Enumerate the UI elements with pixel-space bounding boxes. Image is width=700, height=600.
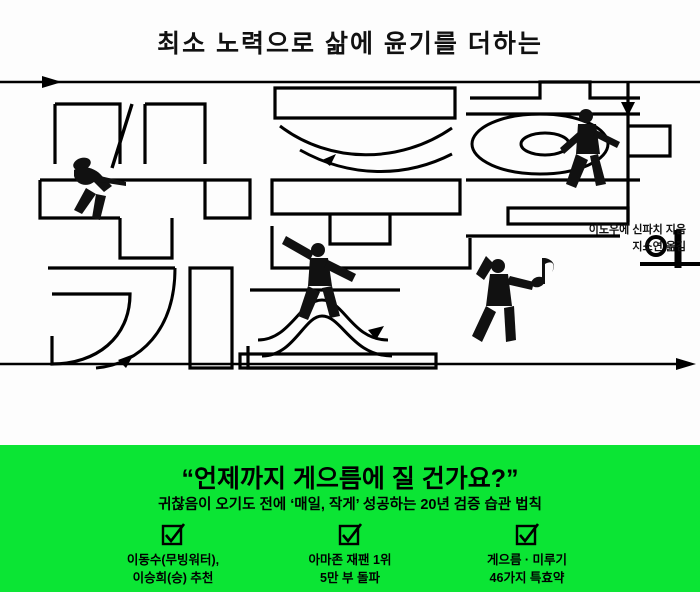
stretching-person-icon	[282, 236, 356, 320]
music-note-icon	[531, 258, 554, 288]
promo-column: 이동수(무빙워터), 이승희(승) 추천	[88, 523, 258, 587]
promo-column-line2: 5만 부 돌파	[320, 571, 380, 586]
promo-column: 게으름 · 미루기 46가지 특효약	[442, 523, 612, 587]
cover-top-section: 최소 노력으로 삶에 윤기를 더하는	[0, 30, 700, 378]
dancing-person-icon	[472, 256, 534, 342]
translator-name: 지소연 옮김	[632, 240, 686, 253]
arrow-head-bottom-right	[676, 358, 696, 370]
title-artwork	[0, 68, 700, 378]
sitting-person-icon	[73, 157, 126, 220]
cover-bottom-margin	[0, 592, 700, 600]
walking-person-icon	[560, 109, 620, 188]
promo-columns: 이동수(무빙워터), 이승희(승) 추천 아마존 재팬 1위 5만 부 돌파 게…	[88, 523, 612, 587]
promo-column-line1: 이동수(무빙워터),	[126, 553, 220, 567]
checkbox-check-icon	[161, 523, 185, 546]
promo-column: 아마존 재팬 1위 5만 부 돌파	[265, 523, 435, 587]
author-name: 이노우에 신파치 지음	[588, 224, 686, 236]
promo-column-line1: 아마존 재팬 1위	[308, 553, 392, 567]
promo-headline: “언제까지 게으름에 질 건가요?”	[181, 465, 519, 493]
promo-column-line2: 46가지 특효약	[489, 571, 565, 586]
promo-subheadline: 귀찮음이 오기도 전에 ‘매일, 작게’ 성공하는 20년 검증 습관 법칙	[158, 497, 542, 513]
promo-column-line2: 이승희(승) 추천	[132, 571, 214, 586]
title-lineart-svg	[0, 76, 700, 370]
promo-column-line1: 게으름 · 미루기	[486, 553, 568, 567]
author-credit-block: 이노우에 신파치 지음 지소연 옮김	[486, 222, 686, 255]
arrow-head-top-left	[42, 76, 62, 88]
promo-band: “언제까지 게으름에 질 건가요?” 귀찮음이 오기도 전에 ‘매일, 작게’ …	[0, 445, 700, 592]
checkbox-check-icon	[338, 523, 362, 546]
checkbox-check-icon	[515, 523, 539, 546]
cover-tagline: 최소 노력으로 삶에 윤기를 더하는	[157, 30, 543, 58]
